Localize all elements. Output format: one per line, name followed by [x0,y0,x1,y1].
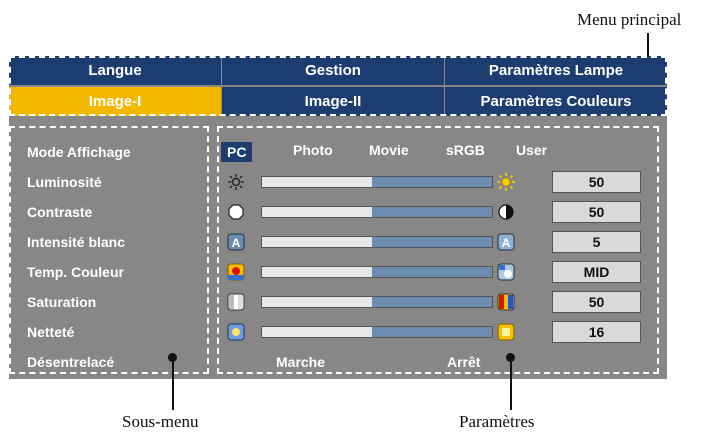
parameters-leader-dot [506,353,515,362]
mode-user[interactable]: User [516,142,548,158]
submenu-temp-couleur[interactable]: Temp. Couleur [27,264,124,280]
submenu-callout: Sous-menu [122,412,199,431]
warm-temp-icon [227,263,245,281]
tab-langue[interactable]: Langue [9,56,222,85]
mode-photo[interactable]: Photo [293,142,333,158]
submenu-luminosite[interactable]: Luminosité [27,174,102,190]
submenu-intensite-blanc[interactable]: Intensité blanc [27,234,126,250]
saturation-high-icon [497,293,515,311]
submenu-contraste[interactable]: Contraste [27,204,93,220]
main-menu-row-1: Langue Gestion Paramètres Lampe [9,56,667,85]
saturation-value: 50 [552,291,641,313]
svg-text:A: A [232,236,241,250]
nettete-slider[interactable] [261,326,493,338]
submenu-mode-affichage[interactable]: Mode Affichage [27,144,131,160]
white-high-icon: A [497,233,515,251]
contraste-slider[interactable] [261,206,493,218]
main-menu-row-2: Image-I Image-II Paramètres Couleurs [9,87,667,116]
tab-image-i[interactable]: Image-I [9,87,222,116]
temp-couleur-value: MID [552,261,641,283]
saturation-slider[interactable] [261,296,493,308]
intensite-blanc-slider[interactable] [261,236,493,248]
sun-bright-icon [497,173,515,191]
nettete-value: 16 [552,321,641,343]
contrast-low-icon [227,203,245,221]
contrast-high-icon [497,203,515,221]
luminosite-value: 50 [552,171,641,193]
tab-parametres-couleurs[interactable]: Paramètres Couleurs [445,87,667,116]
white-low-icon: A [227,233,245,251]
main-menu-leader-line [647,33,649,63]
submenu-desentrelace[interactable]: Désentrelacé [27,354,115,370]
main-menu-callout: Menu principal [577,10,682,29]
projector-osd-menu: Langue Gestion Paramètres Lampe Image-I … [9,56,667,379]
deinterlace-off-option[interactable]: Arrêt [447,354,481,370]
intensite-blanc-value: 5 [552,231,641,253]
mode-pc[interactable]: PC [221,142,253,162]
cool-temp-icon [497,263,515,281]
temp-couleur-slider[interactable] [261,266,493,278]
mode-srgb[interactable]: sRGB [446,142,485,158]
mode-movie[interactable]: Movie [369,142,409,158]
contraste-value: 50 [552,201,641,223]
parameters-callout: Paramètres [459,412,535,431]
luminosite-slider[interactable] [261,176,493,188]
submenu-saturation[interactable]: Saturation [27,294,97,310]
submenu-leader-dot [168,353,177,362]
tab-parametres-lampe[interactable]: Paramètres Lampe [445,56,667,85]
sharpness-low-icon [227,323,245,341]
saturation-low-icon [227,293,245,311]
tab-image-ii[interactable]: Image-II [222,87,445,116]
svg-text:A: A [502,236,511,250]
sharpness-high-icon [497,323,515,341]
deinterlace-on-option[interactable]: Marche [276,354,326,370]
tab-gestion[interactable]: Gestion [222,56,445,85]
parameters-leader-line [510,358,512,410]
submenu-nettete[interactable]: Netteté [27,324,75,340]
sun-dim-icon [227,173,245,191]
submenu-leader-line [172,358,174,410]
